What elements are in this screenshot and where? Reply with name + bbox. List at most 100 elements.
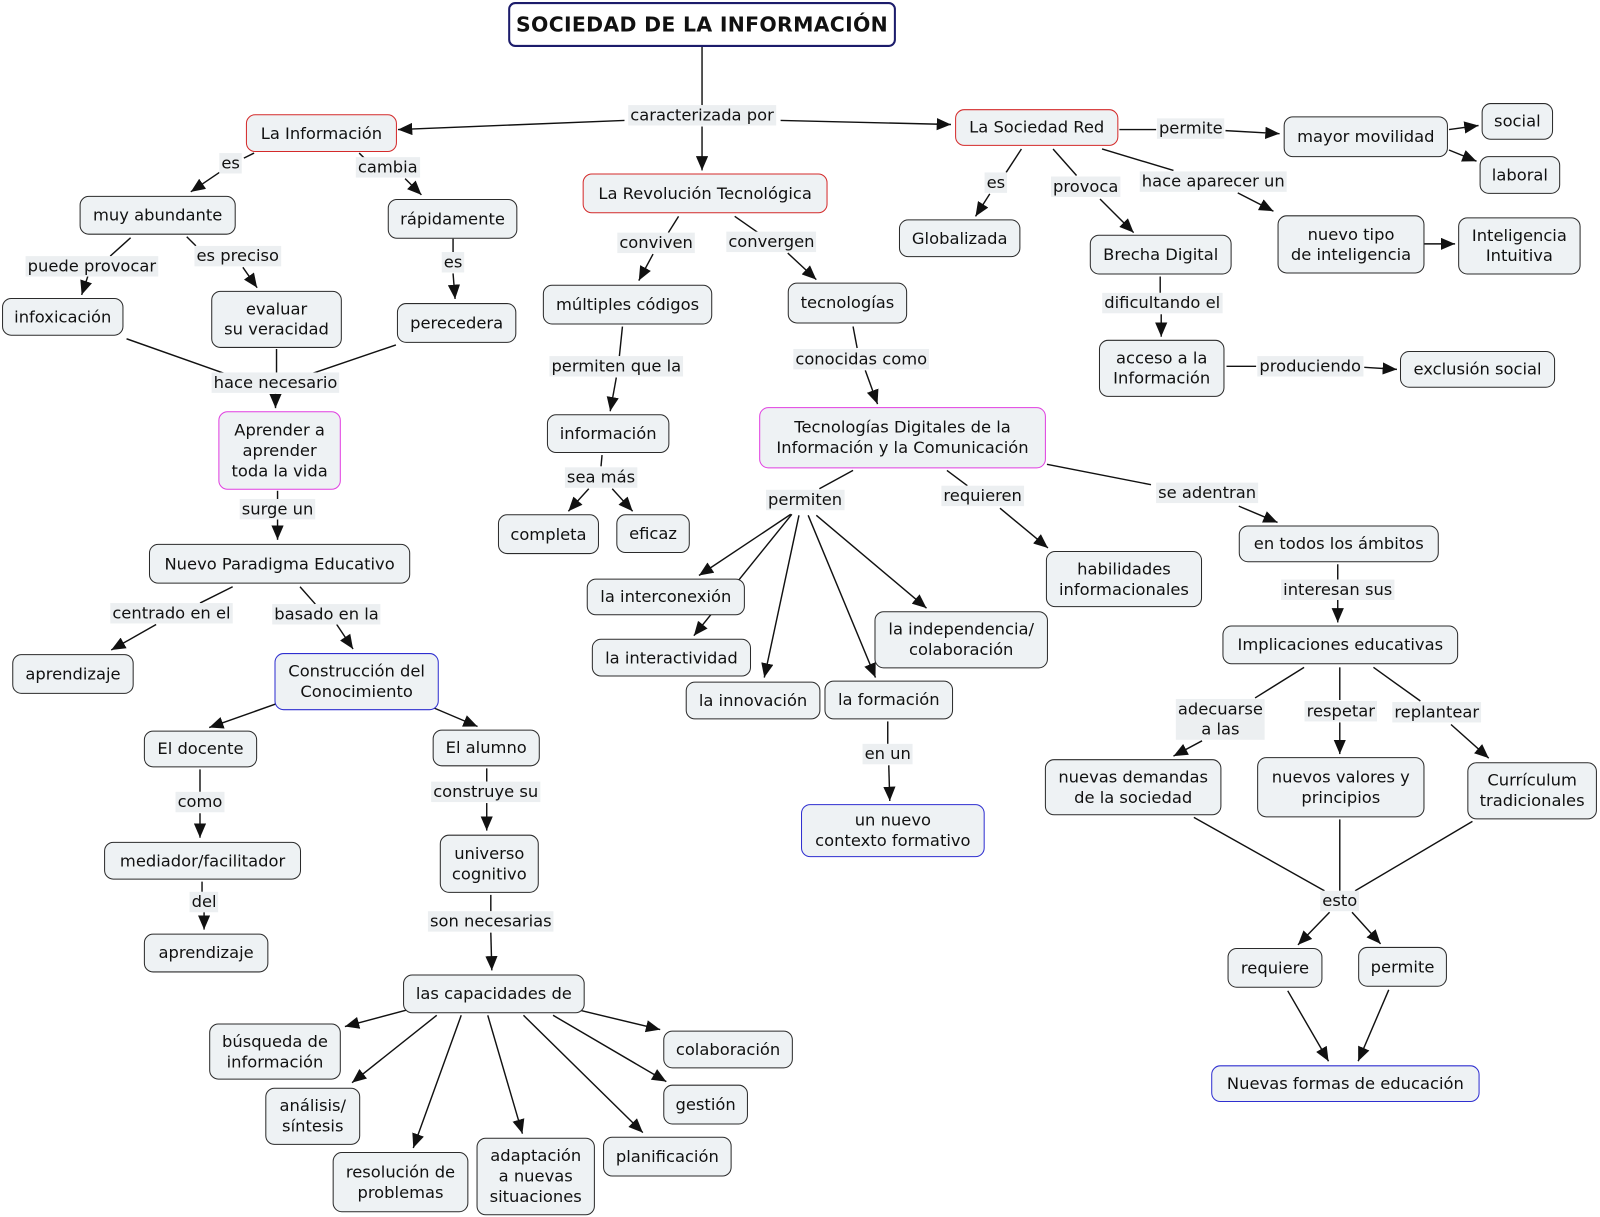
concept-brecha-digital: Brecha Digital xyxy=(1089,234,1232,275)
link-esto: esto xyxy=(1320,890,1360,912)
concept-inteligencia-intuitiva: Inteligencia Intuitiva xyxy=(1458,217,1581,275)
connector-line xyxy=(299,586,316,605)
concept-evaluar-veracidad: evaluar su veracidad xyxy=(211,290,342,348)
connector-arrow xyxy=(693,513,793,637)
concept-social: social xyxy=(1481,103,1554,140)
connector-arrow xyxy=(351,1014,438,1084)
concept-curriculum: Currículum tradicionales xyxy=(1467,762,1597,820)
connector-line xyxy=(734,215,759,234)
connector-arrow xyxy=(579,1009,661,1033)
connector-arrow xyxy=(522,1014,644,1134)
concept-gestion: gestión xyxy=(663,1084,748,1125)
connector-arrow xyxy=(999,507,1049,549)
connector-arrow xyxy=(208,703,276,729)
link-produciendo: produciendo xyxy=(1257,356,1364,377)
connector-arrow xyxy=(447,273,461,300)
connector-arrow xyxy=(552,1014,667,1083)
concept-rapidamente: rápidamente xyxy=(387,198,518,239)
connector-line xyxy=(1046,463,1152,486)
link-centrado-en-el: centrado en el xyxy=(110,603,233,624)
connector-line xyxy=(946,469,968,487)
link-construye-su: construye su xyxy=(431,781,541,803)
link-es-rapidamente: es xyxy=(441,252,465,273)
connector-arrow xyxy=(611,488,634,512)
connector-arrow xyxy=(190,171,220,193)
concept-construccion-conocimiento: Construcción del Conocimiento xyxy=(274,653,439,711)
concept-adaptacion: adaptación a nuevas situaciones xyxy=(476,1137,595,1216)
connector-line xyxy=(600,455,603,467)
connector-arrow xyxy=(242,266,258,289)
link-hace-necesario: hace necesario xyxy=(211,372,340,393)
concept-nuevas-formas: Nuevas formas de educación xyxy=(1211,1065,1480,1103)
connector-arrow xyxy=(606,377,619,412)
connector-line xyxy=(618,326,624,357)
concept-aprendizaje-2: aprendizaje xyxy=(143,933,269,973)
connector-arrow xyxy=(1364,362,1397,375)
link-surge-un: surge un xyxy=(239,498,316,520)
link-del: del xyxy=(189,891,219,913)
connector-line xyxy=(1101,148,1174,172)
concept-aprender-a-aprender: Aprender a aprender toda la vida xyxy=(218,411,341,490)
connector-arrow xyxy=(780,118,952,131)
concept-infoxicacion: infoxicación xyxy=(2,297,124,336)
concept-nuevas-demandas: nuevas demandas de la sociedad xyxy=(1044,759,1222,816)
connector-arrow xyxy=(883,765,896,802)
concept-nuevo-tipo: nuevo tipo de inteligencia xyxy=(1277,215,1425,274)
concept-perecedera: perecedera xyxy=(396,303,517,343)
concept-colaboracion: colaboración xyxy=(663,1030,793,1069)
link-son-necesarias: son necesarias xyxy=(427,911,554,932)
connector-arrow xyxy=(1287,990,1330,1062)
connector-arrow xyxy=(638,253,654,281)
concept-analisis-sintesis: análisis/ síntesis xyxy=(265,1087,361,1145)
connector-arrow xyxy=(1237,192,1274,212)
concept-laboral: laboral xyxy=(1479,156,1561,194)
link-es-preciso: es preciso xyxy=(194,245,282,267)
link-como: como xyxy=(175,791,225,813)
connector-arrow xyxy=(1448,121,1479,134)
link-interesan-sus: interesan sus xyxy=(1281,579,1395,600)
connector-arrow xyxy=(1357,989,1390,1062)
link-requieren: requieren xyxy=(941,485,1024,507)
connector-arrow xyxy=(397,119,625,136)
link-permite-movilidad: permite xyxy=(1156,118,1225,139)
concept-completa: completa xyxy=(497,514,599,555)
link-replantear: replantear xyxy=(1392,702,1482,723)
concept-la-informacion: La Información xyxy=(245,114,397,153)
link-sea-mas: sea más xyxy=(564,467,638,488)
connector-arrow xyxy=(1099,198,1135,234)
connector-line xyxy=(1193,816,1325,892)
concept-exclusion-social: exclusión social xyxy=(1399,351,1556,388)
concept-eficaz: eficaz xyxy=(616,514,690,554)
link-se-adentran: se adentran xyxy=(1156,482,1259,504)
connector-line xyxy=(243,152,255,159)
link-dificultando-el: dificultando el xyxy=(1102,292,1223,314)
connector-arrow xyxy=(1297,911,1331,946)
concept-muy-abundante: muy abundante xyxy=(79,195,236,235)
connector-arrow xyxy=(1351,911,1382,945)
link-caracterizada-por: caracterizada por xyxy=(628,105,776,126)
link-hace-aparecer-un: hace aparecer un xyxy=(1139,171,1287,192)
concept-mediador-facilitador: mediador/facilitador xyxy=(104,841,302,880)
connector-arrow xyxy=(761,515,800,678)
concept-interactividad: la interactividad xyxy=(591,638,752,677)
connector-arrow xyxy=(110,623,157,651)
connector-arrow xyxy=(404,178,422,196)
connector-line xyxy=(126,338,225,375)
connector-arrow xyxy=(807,515,877,678)
connector-arrow xyxy=(1173,740,1203,757)
concept-innovacion: la innovación xyxy=(685,681,821,720)
connector-arrow xyxy=(344,1009,407,1029)
link-convergen: convergen xyxy=(726,231,817,253)
connector-line xyxy=(1254,666,1305,699)
link-conocidas-como: conocidas como xyxy=(793,348,930,370)
connector-arrow xyxy=(1448,149,1477,162)
concept-resolucion-problemas: resolución de problemas xyxy=(332,1152,469,1213)
connector-arrow xyxy=(487,1015,525,1134)
concept-sociedad-red: La Sociedad Red xyxy=(955,109,1119,146)
concept-mayor-movilidad: mayor movilidad xyxy=(1283,116,1448,158)
concept-las-capacidades: las capacidades de xyxy=(403,974,585,1014)
concept-busqueda-informacion: búsqueda de información xyxy=(209,1023,341,1080)
link-es-sociedad: es xyxy=(984,172,1008,193)
concept-acceso-informacion: acceso a la Información xyxy=(1098,339,1225,397)
